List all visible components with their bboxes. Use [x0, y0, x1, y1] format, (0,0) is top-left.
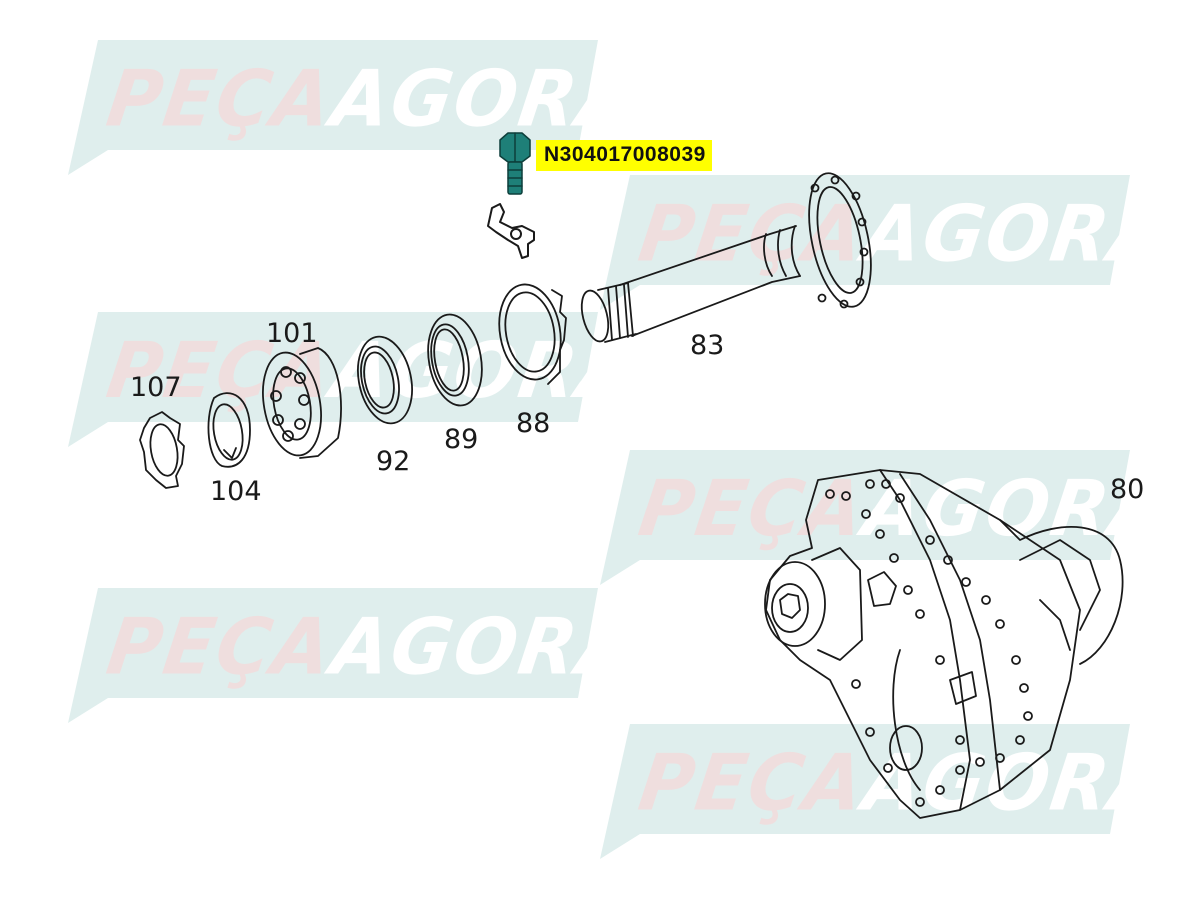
highlighted-part-number-label[interactable]: N304017008039 [536, 140, 712, 171]
callout-part-101[interactable]: 101 [266, 318, 318, 349]
callout-part-83[interactable]: 83 [690, 330, 725, 361]
callout-part-89[interactable]: 89 [444, 424, 479, 455]
slotted-ring-part-88[interactable] [492, 280, 568, 385]
watermark-banner-shape [600, 175, 1130, 310]
watermark-banner: PEÇAAGORA [68, 588, 644, 723]
watermark-banner: PEÇAAGORA [68, 40, 644, 175]
hex-bolt-icon[interactable] [499, 132, 531, 195]
callout-part-80[interactable]: 80 [1110, 474, 1145, 505]
axle-shaft-part-83[interactable] [577, 168, 881, 344]
seal-ring-part-89[interactable] [421, 310, 488, 410]
roller-bearing-part-101[interactable] [255, 347, 342, 460]
watermark-banner-shape [68, 40, 598, 175]
retaining-clip[interactable] [487, 203, 535, 259]
callout-part-88[interactable]: 88 [516, 408, 551, 439]
watermark-banner: PEÇAAGORA [600, 724, 1176, 859]
lock-washer-part-104[interactable] [207, 392, 251, 468]
callout-part-92[interactable]: 92 [376, 446, 411, 477]
slotted-nut-part-107[interactable] [139, 411, 185, 489]
callout-part-107[interactable]: 107 [130, 372, 182, 403]
callout-part-104[interactable]: 104 [210, 476, 262, 507]
watermark-banner: PEÇAAGORA [600, 175, 1176, 310]
watermark-banner-shape [68, 588, 598, 723]
differential-housing-part-80[interactable] [764, 469, 1124, 819]
watermark-banner-shape [600, 724, 1130, 859]
shaft-seal-part-92[interactable] [350, 332, 419, 429]
